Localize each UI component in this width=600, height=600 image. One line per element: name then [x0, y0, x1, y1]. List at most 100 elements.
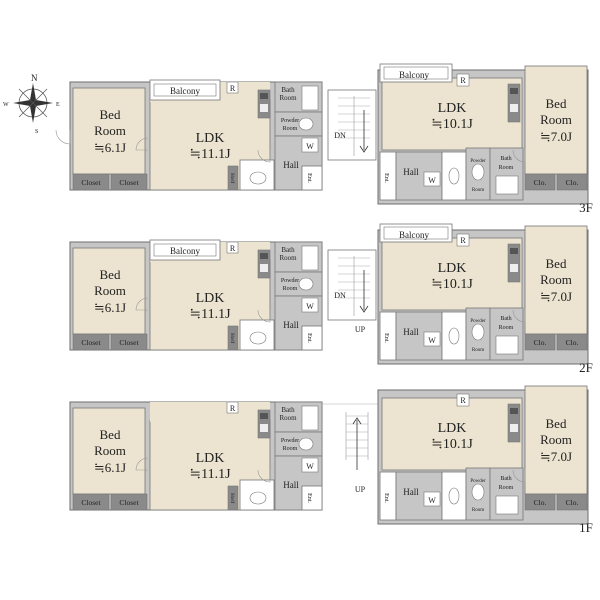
- west-powder-room: [274, 431, 323, 457]
- west-bedroom-area: ≒6.1J: [94, 460, 126, 475]
- east-bathtub-icon: [495, 335, 519, 355]
- west-ldk-door-icon: [257, 309, 271, 323]
- west-powder-label-2: Room: [283, 446, 298, 452]
- stair-up-label: UP: [355, 485, 366, 494]
- east-bath-label-1: Bath: [500, 156, 511, 162]
- west-entrance-label: Ent.: [306, 493, 312, 503]
- west-bedroom-door-icon: [135, 457, 149, 471]
- west-fridge-label: R: [230, 244, 236, 253]
- west-powder-label-1: Powder: [281, 118, 299, 124]
- west-shelf: [227, 325, 239, 351]
- west-balcony-rail: [153, 83, 217, 97]
- west-closet-2: [110, 333, 148, 351]
- east-bedroom: [524, 225, 588, 335]
- east-bedroom-label-1: Bed: [546, 256, 567, 271]
- west-bedroom-label-1: Bed: [100, 427, 121, 442]
- east-ldk-area: ≒10.1J: [431, 277, 473, 292]
- west-closet-2-label: Closet: [119, 338, 139, 347]
- east-entrance-label: Ent.: [383, 173, 389, 183]
- west-entrance-label: Ent.: [306, 333, 312, 343]
- west-hall-label: Hall: [283, 160, 299, 170]
- east-unit: RLDK≒10.1JBedRoom≒7.0JEnt.HallWPowderRoo…: [377, 385, 589, 525]
- east-washbasin-icon: [471, 323, 485, 341]
- east-sink-icon: [510, 264, 518, 272]
- east-closet-2: [556, 173, 588, 191]
- east-bedroom-label-2: Room: [540, 432, 572, 447]
- east-bedroom-area: ≒7.0J: [540, 289, 572, 304]
- stair-core: DN: [327, 89, 377, 161]
- west-shelf: [227, 485, 239, 511]
- east-bath-label-2: Room: [499, 485, 514, 491]
- west-entrance: [301, 485, 323, 511]
- stair-dn-label: DN: [334, 131, 346, 140]
- east-closet-2: [556, 333, 588, 351]
- west-sink-icon: [260, 424, 268, 432]
- west-bedroom-door-icon: [135, 297, 149, 311]
- west-powder-room: [274, 271, 323, 297]
- west-shelf-label: Shelf: [229, 173, 234, 184]
- east-sink-icon: [510, 424, 518, 432]
- east-powder-label-1: Powder: [470, 319, 486, 324]
- east-bedroom-label-2: Room: [540, 272, 572, 287]
- west-washer-label: W: [306, 302, 314, 311]
- west-closet-1-label: Closet: [81, 178, 101, 187]
- east-fridge-icon: [456, 233, 470, 247]
- stair-well: [327, 89, 377, 161]
- west-fridge-icon: [226, 401, 239, 414]
- east-balcony-rail: [383, 226, 449, 240]
- east-toilet-icon: [448, 327, 460, 345]
- east-bedroom-door-icon: [512, 149, 526, 163]
- east-bedroom-area: ≒7.0J: [540, 449, 572, 464]
- west-bedroom-door-icon: [135, 137, 149, 151]
- west-shelf-label: Shelf: [229, 333, 234, 344]
- east-bedroom-label-1: Bed: [546, 96, 567, 111]
- east-closet-2-label: Clo.: [566, 178, 579, 187]
- east-fridge-icon: [456, 393, 470, 407]
- west-bedroom-label-1: Bed: [100, 267, 121, 282]
- west-bathtub-icon: [301, 85, 319, 111]
- west-bath-label-1: Bath: [281, 86, 295, 94]
- west-bathtub-icon: [301, 245, 319, 271]
- east-washer-icon: [423, 491, 441, 507]
- west-balcony-rail: [153, 243, 217, 257]
- stair-up-label: UP: [355, 325, 366, 334]
- east-ldk: [381, 77, 523, 151]
- west-powder-room: [274, 111, 323, 137]
- west-bedroom-label-1: Bed: [100, 107, 121, 122]
- east-ldk-area: ≒10.1J: [431, 437, 473, 452]
- east-bath-label-1: Bath: [500, 476, 511, 482]
- compass-e-label: E: [56, 102, 60, 108]
- west-shelf-label: Shelf: [229, 493, 234, 504]
- east-bedroom-door-icon: [512, 469, 526, 483]
- east-closet-1-label: Clo.: [534, 338, 547, 347]
- west-ldk-door-icon: [257, 149, 271, 163]
- west-bedroom: [72, 407, 146, 495]
- compass-n-label: N: [31, 73, 38, 83]
- west-entrance: [301, 325, 323, 351]
- west-washer-icon: [301, 297, 319, 313]
- compass-north-arrow-icon: [30, 83, 36, 103]
- west-washer-icon: [301, 137, 319, 153]
- west-stove-icon: [260, 413, 268, 419]
- east-fridge-icon: [456, 73, 470, 87]
- east-stove-icon: [510, 88, 518, 94]
- east-bedroom-label-2: Room: [540, 112, 572, 127]
- east-toilet-icon: [448, 167, 460, 185]
- west-bathtub-icon: [301, 405, 319, 431]
- west-toilet-icon: [249, 331, 267, 345]
- east-ldk: [381, 397, 523, 471]
- west-sink-icon: [260, 264, 268, 272]
- compass-s-label: S: [35, 129, 38, 135]
- west-washbasin-icon: [298, 277, 314, 291]
- west-ldk-label: LDK: [196, 451, 225, 466]
- west-closet-1-label: Closet: [81, 498, 101, 507]
- west-bath-label-1: Bath: [281, 246, 295, 254]
- east-unit: BalconyRLDK≒10.1JBedRoom≒7.0JEnt.HallWPo…: [377, 63, 589, 205]
- east-hall-label: Hall: [403, 167, 419, 177]
- east-powder-label-2: Room: [472, 508, 484, 513]
- west-bedroom-label-2: Room: [94, 123, 126, 138]
- west-ldk-door-icon: [257, 469, 271, 483]
- east-bath-label-1: Bath: [500, 316, 511, 322]
